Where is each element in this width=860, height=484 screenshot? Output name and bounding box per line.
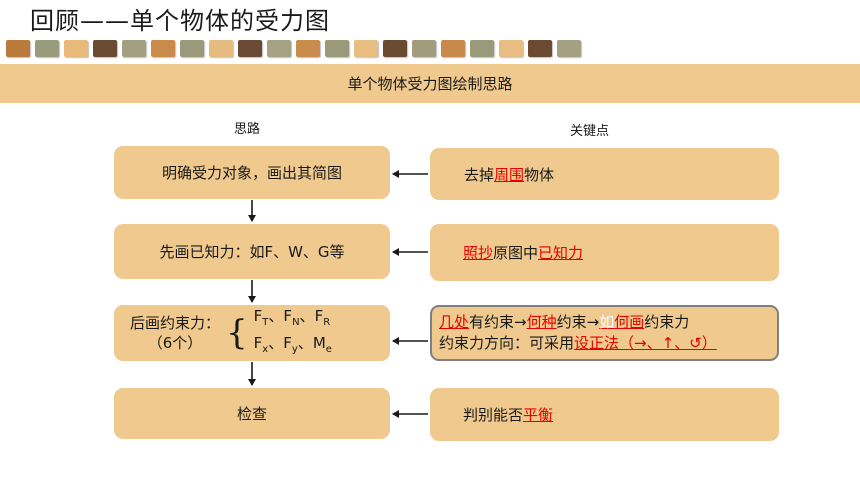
- decor-tile: [6, 40, 30, 57]
- key-box-2: 照抄原图中已知力: [430, 224, 779, 281]
- force-symbol: FT: [253, 307, 269, 328]
- key-3-line-1: 几处有约束→何种约束→如何画约束力: [439, 313, 690, 331]
- key-box-4: 判别能否平衡: [430, 388, 779, 441]
- decor-tile: [528, 40, 552, 57]
- decor-tile: [35, 40, 59, 57]
- key-box-3: 几处有约束→何种约束→如何画约束力 约束力方向：可采用设正法（→、↑、↺）: [430, 305, 779, 361]
- step-2-text: 先画已知力：如F、W、G等: [159, 243, 345, 261]
- decor-tile: [412, 40, 436, 57]
- force-symbol: FR: [314, 307, 331, 328]
- step-box-2: 先画已知力：如F、W、G等: [114, 224, 390, 279]
- decor-tile: [557, 40, 581, 57]
- constraint-forces-list: FT、FN、FR Fx、Fy、Me: [254, 306, 332, 360]
- separator: 、: [297, 334, 313, 352]
- step-3-count: （6个）: [147, 334, 203, 352]
- force-symbol: FN: [283, 307, 300, 328]
- banner: 单个物体受力图绘制思路: [0, 64, 860, 103]
- separator: 、: [268, 334, 284, 352]
- step-box-4: 检查: [114, 388, 390, 439]
- forces-row-2: Fx、Fy、Me: [254, 333, 332, 360]
- step-3-label: 后画约束力：: [130, 314, 221, 332]
- step-box-1: 明确受力对象，画出其简图: [114, 146, 390, 199]
- decor-tile: [296, 40, 320, 57]
- banner-title: 单个物体受力图绘制思路: [347, 75, 513, 93]
- key-2-text: 照抄原图中已知力: [463, 244, 584, 262]
- separator: 、: [268, 307, 284, 325]
- step-box-3: 后画约束力： （6个） { FT、FN、FR Fx、Fy、Me: [114, 305, 390, 361]
- force-symbol: Fy: [283, 334, 298, 355]
- separator: 、: [299, 307, 315, 325]
- decor-tile: [267, 40, 291, 57]
- step-4-text: 检查: [236, 405, 267, 423]
- decor-tile: [470, 40, 494, 57]
- decor-tile: [238, 40, 262, 57]
- step-1-text: 明确受力对象，画出其简图: [161, 164, 342, 182]
- left-column-header: 思路: [234, 122, 261, 137]
- force-symbol: Fx: [253, 334, 269, 355]
- decor-tile: [64, 40, 88, 57]
- decor-tile: [325, 40, 349, 57]
- decor-tile: [122, 40, 146, 57]
- key-4-text: 判别能否平衡: [463, 406, 554, 424]
- page-title: 回顾——单个物体的受力图: [30, 7, 330, 35]
- brace-symbol: {: [226, 313, 248, 353]
- forces-row-1: FT、FN、FR: [254, 306, 332, 333]
- decor-tile: [180, 40, 204, 57]
- decor-tile: [354, 40, 378, 57]
- force-symbol: Me: [312, 334, 332, 355]
- key-box-1: 去掉周围物体: [430, 148, 779, 200]
- decor-tile: [93, 40, 117, 57]
- key-1-text: 去掉周围物体: [464, 165, 555, 184]
- decor-tile: [209, 40, 233, 57]
- decor-tile: [441, 40, 465, 57]
- key-3-line-2: 约束力方向：可采用设正法（→、↑、↺）: [439, 334, 717, 352]
- decor-tile: [151, 40, 175, 57]
- right-column-header: 关键点: [570, 124, 610, 139]
- decor-tile: [499, 40, 523, 57]
- decor-tile: [383, 40, 407, 57]
